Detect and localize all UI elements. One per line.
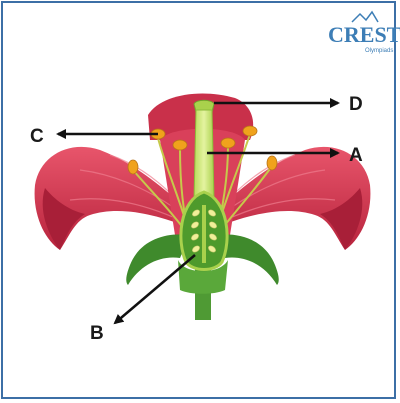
logo-subtext: Olympiads: [365, 48, 393, 54]
anther: [267, 156, 277, 170]
style: [194, 110, 214, 200]
anther: [173, 140, 187, 150]
label-d: D: [349, 94, 363, 115]
label-a: A: [349, 145, 363, 166]
anther: [128, 160, 138, 174]
anther: [243, 126, 257, 136]
anther: [221, 138, 235, 148]
crest-logo: CREST Olympiads: [328, 12, 400, 54]
ovary-axis: [202, 205, 206, 263]
label-b: B: [90, 323, 104, 344]
logo-text: CREST: [328, 22, 400, 47]
label-c: C: [30, 126, 44, 147]
